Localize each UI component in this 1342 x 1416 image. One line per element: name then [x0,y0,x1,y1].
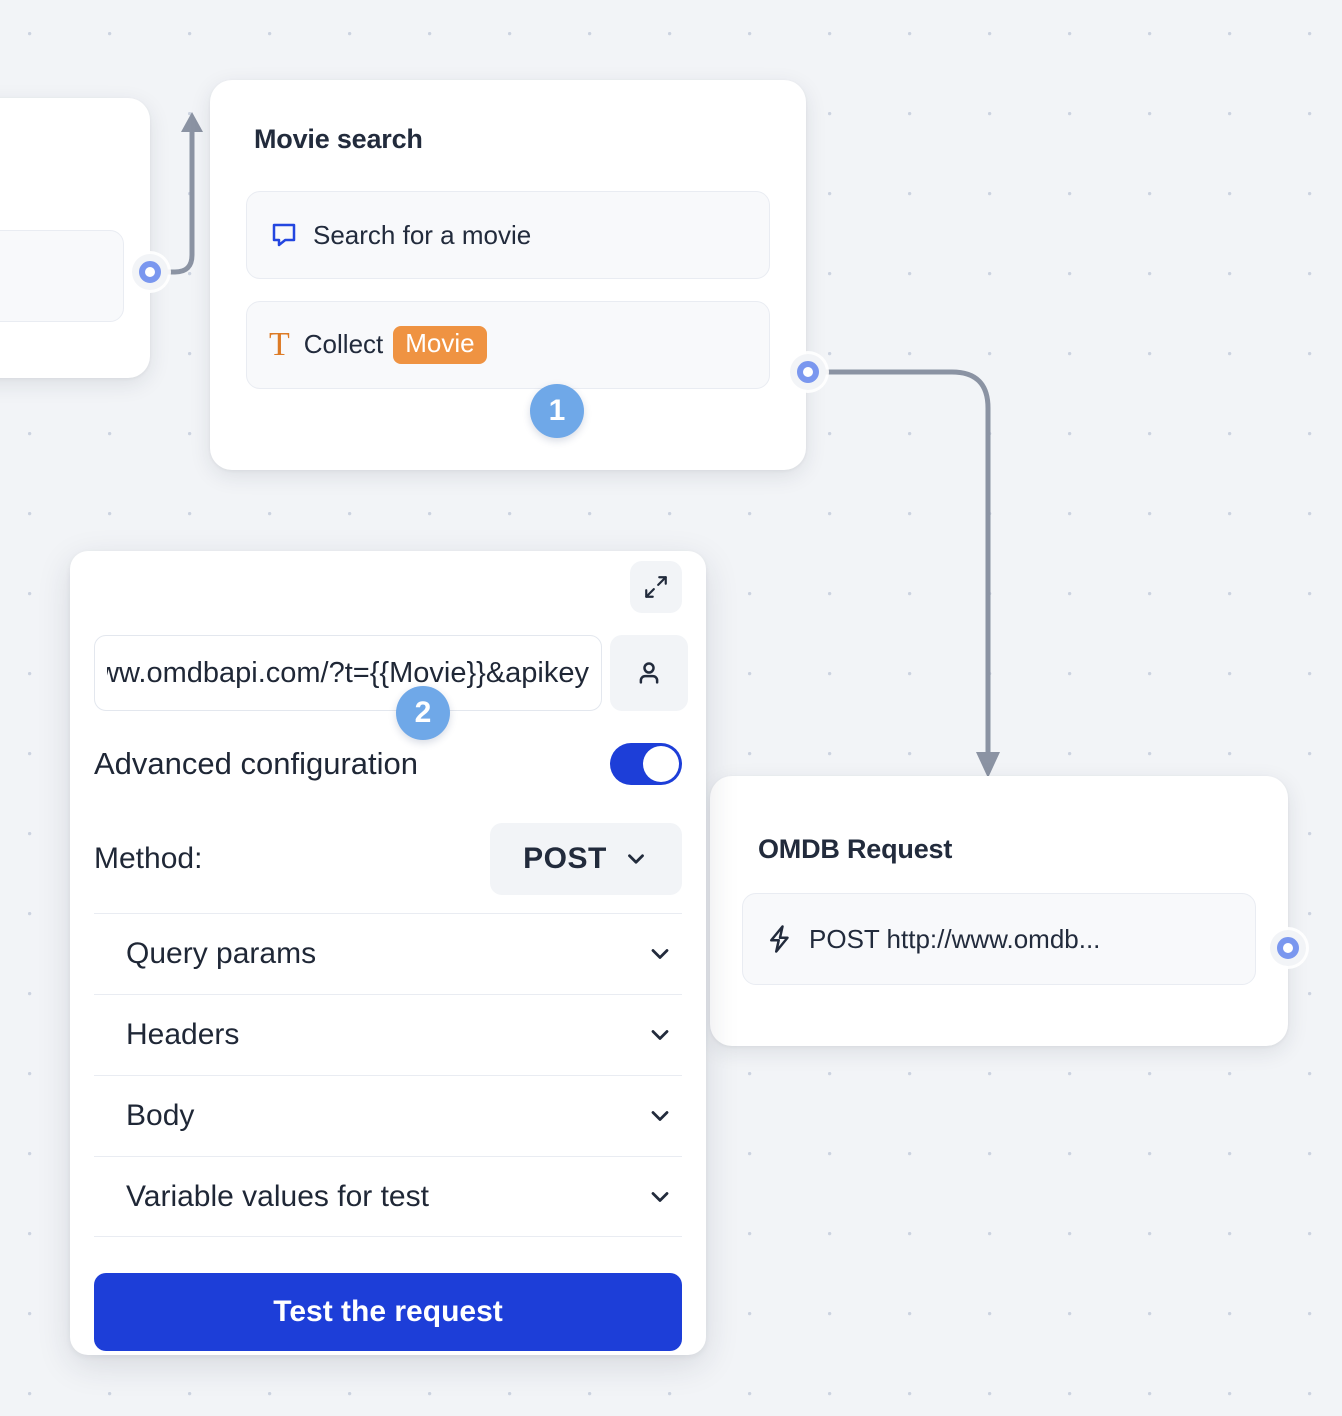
collect-text: Collect [303,329,384,360]
accordion-item-body[interactable]: Body [94,1075,682,1156]
url-row[interactable] [94,635,688,711]
accordion-label-variable-values-for-test: Variable values for test [126,1179,429,1213]
authorization-button[interactable] [610,635,688,711]
toggle-knob [643,746,679,782]
step-badge-1: 1 [530,384,584,438]
port-partial-output[interactable] [132,254,168,290]
chevron-down-icon[interactable] [646,1183,674,1211]
node-row-partial[interactable] [0,230,124,322]
node-card-partial[interactable] [0,98,150,378]
node-card-movie-search[interactable]: Movie search Search for a movie T Collec… [210,80,806,470]
test-the-request-button[interactable]: Test the request [94,1273,682,1351]
lightning-bolt-icon [765,924,795,954]
advanced-configuration-label: Advanced configuration [94,746,419,781]
chevron-down-icon [623,846,649,872]
accordion-label-query-params: Query params [126,937,317,970]
person-icon [634,658,664,688]
method-select[interactable]: POST [490,823,682,895]
method-label: Method: [94,842,203,875]
chevron-down-icon[interactable] [646,1021,674,1049]
accordion-item-headers[interactable]: Headers [94,994,682,1075]
config-accordion: Query params Headers Body [94,913,682,1237]
node-title-omdb-request: OMDB Request [758,834,953,864]
text-t-icon: T [269,326,290,363]
request-config-panel[interactable]: Advanced configuration Method: POST Quer… [70,551,706,1355]
step-badge-2: 2 [396,686,450,740]
variable-tag-movie[interactable]: Movie [393,326,487,364]
request-url-input[interactable] [94,635,602,711]
port-movie-search-output[interactable] [790,354,826,390]
node-row-label-post-request: POST http://www.omdb... [809,923,1101,954]
method-value: POST [523,842,607,875]
chat-bubble-icon [269,220,299,250]
advanced-configuration-row[interactable]: Advanced configuration [94,743,682,785]
node-row-label-search: Search for a movie [313,219,532,250]
node-card-omdb-request[interactable]: OMDB Request POST http://www.omdb... [710,776,1288,1046]
accordion-label-headers: Headers [126,1018,240,1051]
method-row: Method: POST [94,823,682,895]
accordion-item-variable-values-for-test[interactable]: Variable values for test [94,1156,682,1237]
port-omdb-request-output[interactable] [1270,930,1306,966]
node-row-search-for-a-movie[interactable]: Search for a movie [246,191,770,279]
advanced-configuration-toggle[interactable] [610,743,682,785]
expand-diagonal-icon [643,574,669,600]
chevron-down-icon[interactable] [646,940,674,968]
chevron-down-icon[interactable] [646,1102,674,1130]
node-title-movie-search: Movie search [254,124,423,154]
node-row-collect-movie[interactable]: T Collect Movie [246,301,770,389]
expand-panel-button[interactable] [630,561,682,613]
accordion-item-query-params[interactable]: Query params [94,913,682,994]
node-row-label-collect: Collect Movie [303,326,487,364]
node-row-post-request[interactable]: POST http://www.omdb... [742,893,1256,985]
accordion-label-body: Body [126,1099,195,1132]
